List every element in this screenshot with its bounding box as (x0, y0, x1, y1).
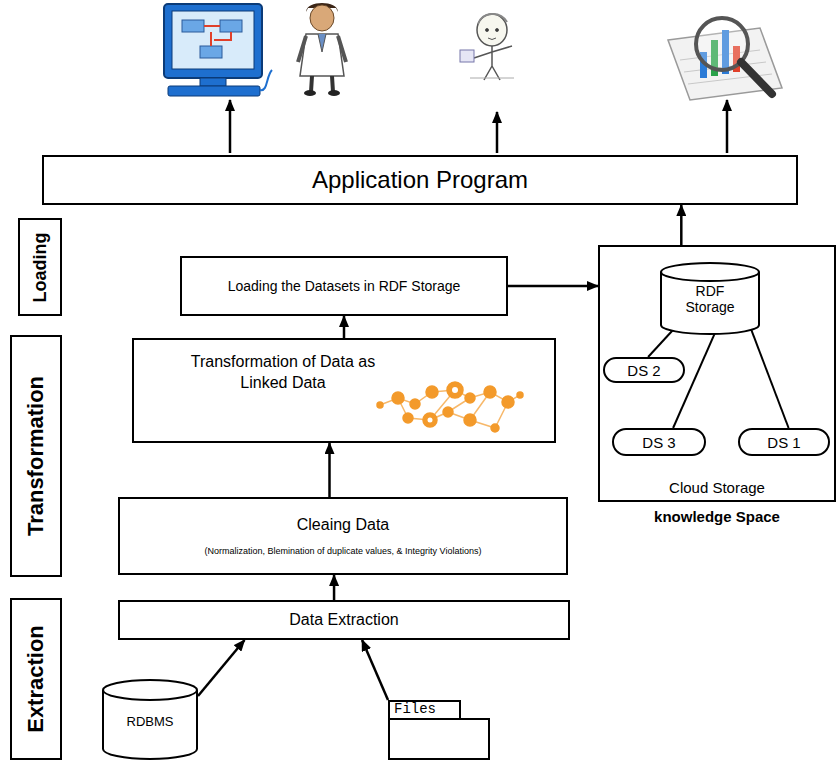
process-box: Transformation of Data as Linked Data (132, 338, 556, 443)
dataset-label: DS 2 (627, 362, 660, 379)
stage-label: Extraction (23, 625, 49, 733)
file-folder: Files (388, 700, 490, 760)
dataset-label: DS 1 (767, 434, 800, 451)
process-label: Transformation of Data as Linked Data (168, 352, 398, 394)
flow-arrow (680, 205, 683, 245)
output-arrow (229, 100, 232, 153)
database-label: RDBMS (127, 714, 174, 729)
flow-arrow (343, 316, 346, 338)
folder-body (389, 719, 489, 759)
flow-arrow (328, 443, 331, 497)
process-label: Application Program (312, 166, 528, 194)
analytics-icon (668, 18, 782, 100)
flow-arrow (362, 640, 388, 700)
computer-icon (164, 4, 272, 96)
link-line (648, 328, 675, 357)
cylinder-body (103, 680, 197, 759)
process-box: Loading the Datasets in RDF Storage (180, 256, 508, 316)
process-box: Data Extraction (118, 600, 570, 640)
stage-label: Transformation (23, 376, 49, 536)
output-arrows (230, 100, 727, 153)
process-label: Cleaing Data (297, 516, 390, 534)
cylinder-rim (103, 690, 197, 700)
flow-arrow (508, 285, 598, 288)
output-arrow (726, 100, 729, 153)
flow-arrow (198, 640, 245, 696)
process-label: (Normalization, Blemination of duplicate… (205, 546, 482, 556)
panel-label: Cloud Storage (669, 479, 765, 496)
process-label: Loading the Datasets in RDF Storage (228, 278, 461, 294)
database-cylinder: RDBMS (102, 680, 198, 760)
storage-panel: Cloud Storageknowledge SpaceRDF StorageD… (598, 245, 836, 502)
dataset-pill: DS 1 (738, 428, 830, 456)
linked-data-icon (377, 382, 523, 432)
link-line (750, 326, 789, 428)
database-label: RDF Storage (678, 283, 742, 315)
cylinder-body (661, 263, 759, 334)
dataset-label: DS 3 (642, 434, 675, 451)
flow-arrow (333, 575, 336, 600)
stage-band: Extraction (10, 598, 62, 760)
output-arrow (496, 112, 499, 153)
database-cylinder: RDF Storage (660, 263, 760, 335)
user-figure (460, 14, 514, 80)
process-box: Cleaing Data (Normalization, Blemination … (118, 497, 568, 575)
dataset-pill: DS 2 (603, 357, 685, 383)
folder-tab (389, 701, 460, 719)
stage-band: Loading (18, 218, 62, 316)
process-box: Application Program (42, 155, 798, 205)
scientist-figure (298, 3, 346, 96)
folder-label: Files (394, 701, 436, 717)
space-caption: knowledge Space (600, 508, 834, 525)
process-label: Data Extraction (289, 611, 398, 629)
stage-label: Loading (30, 232, 51, 302)
dataset-pill: DS 3 (612, 428, 706, 456)
cylinder-rim (661, 272, 759, 281)
stage-band: Transformation (10, 335, 62, 577)
